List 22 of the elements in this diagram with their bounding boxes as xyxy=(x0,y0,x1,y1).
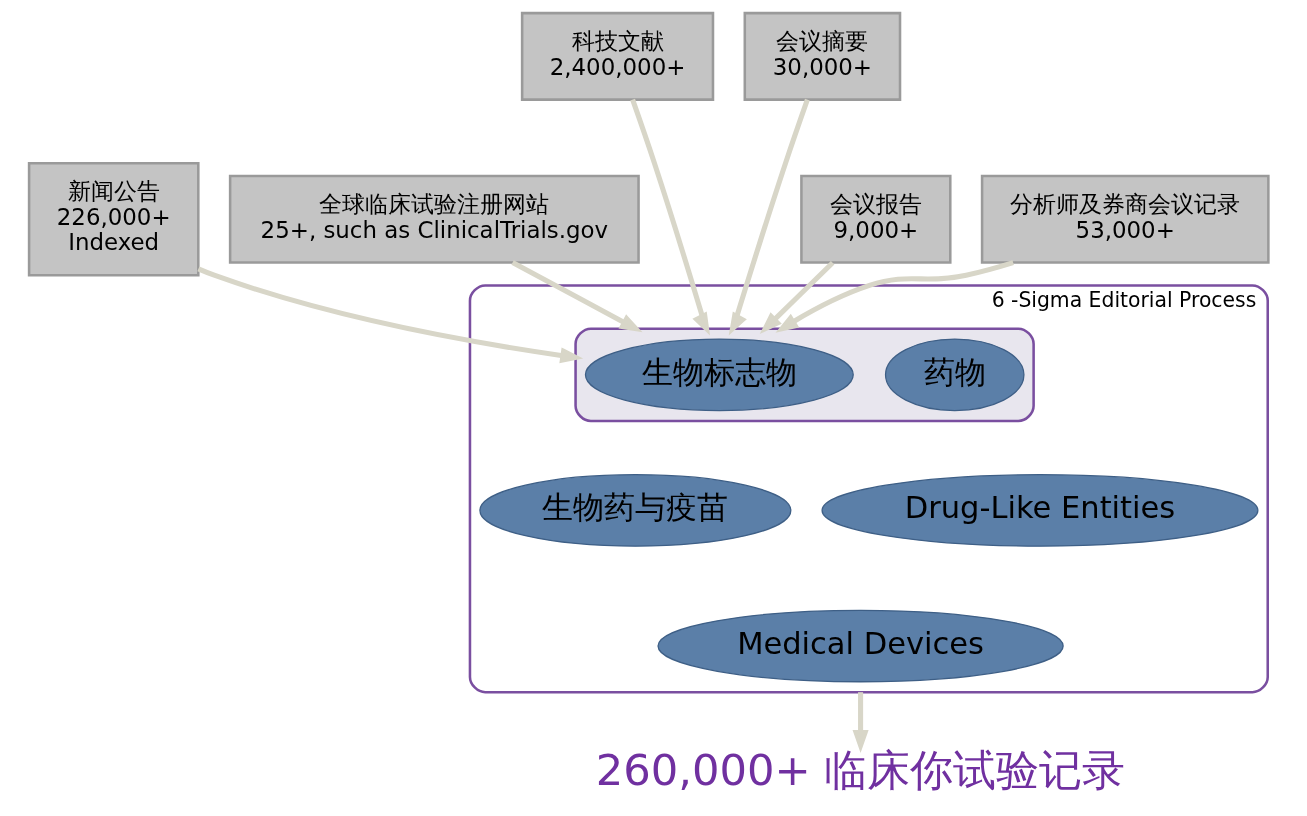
node-box: 分析师及券商会议记录 53,000+ xyxy=(980,174,1270,264)
node-label: 6 -Sigma Editorial Process xyxy=(991,287,1257,312)
node-box: 会议摘要 30,000+ xyxy=(743,11,902,101)
arrow xyxy=(852,692,869,753)
node-ellipse: 生物药与疫苗 xyxy=(479,474,792,547)
node-ellipse: Drug-Like Entities xyxy=(821,474,1259,547)
node-box: 新闻公告 226,000+ Indexed xyxy=(27,162,200,277)
arrow xyxy=(759,260,835,335)
cluster xyxy=(574,327,1035,423)
node-ellipse: 药物 xyxy=(884,338,1025,412)
node-box: 会议报告 9,000+ xyxy=(800,174,952,264)
node-text: 260,000+ 临床你试验记录 xyxy=(595,745,1126,796)
node-box: 全球临床试验注册网站 25+, such as ClinicalTrials.gov xyxy=(228,174,640,264)
arrow xyxy=(775,260,1014,333)
arrow xyxy=(630,98,710,336)
node-ellipse: Medical Devices xyxy=(657,609,1064,683)
node-ellipse: 生物标志物 xyxy=(584,338,854,412)
arrow xyxy=(511,260,643,333)
arrow xyxy=(728,98,810,336)
cluster xyxy=(468,284,1269,694)
node-box: 科技文献 2,400,000+ xyxy=(520,11,715,101)
arrow xyxy=(197,266,584,364)
